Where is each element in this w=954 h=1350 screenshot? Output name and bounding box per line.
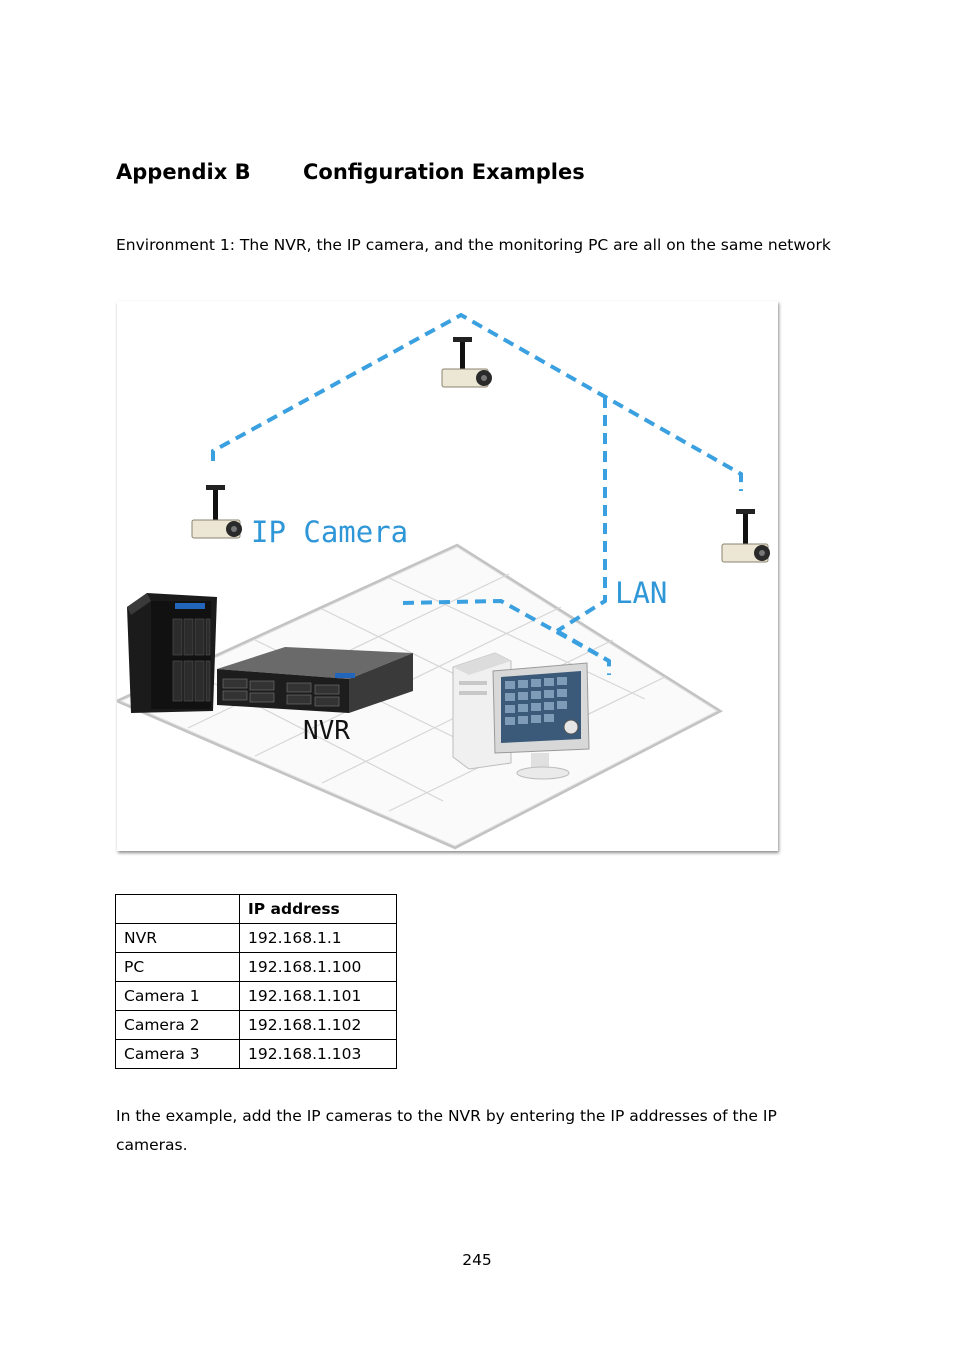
monitoring-pc — [452, 652, 590, 780]
nvr-rack — [217, 647, 413, 713]
ip-camera-left — [191, 485, 242, 539]
ip-camera-top — [441, 337, 492, 388]
ip-camera-right — [721, 509, 770, 563]
device-cell: NVR — [115, 923, 240, 953]
ip-cell: 192.168.1.103 — [239, 1039, 397, 1069]
ip-cell: 192.168.1.102 — [239, 1010, 397, 1040]
page-number: 245 — [462, 1251, 492, 1269]
ip-camera-label: IP Camera — [251, 515, 408, 549]
ip-cell: 192.168.1.1 — [239, 923, 397, 953]
table-header-cell — [115, 894, 240, 924]
table-row: Camera 3 192.168.1.103 — [115, 1039, 397, 1069]
intro-paragraph: Environment 1: The NVR, the IP camera, a… — [116, 236, 831, 254]
device-cell: PC — [115, 952, 240, 982]
ip-address-table: IP address NVR 192.168.1.1 PC 192.168.1.… — [115, 894, 397, 1069]
table-row: NVR 192.168.1.1 — [115, 923, 397, 953]
ip-cell: 192.168.1.101 — [239, 981, 397, 1011]
table-row: Camera 2 192.168.1.102 — [115, 1010, 397, 1040]
device-cell: Camera 3 — [115, 1039, 240, 1069]
nvr-label: NVR — [303, 716, 350, 746]
lan-label: LAN — [615, 576, 667, 610]
network-diagram: IP Camera LAN NVR — [117, 301, 778, 851]
device-cell: Camera 1 — [115, 981, 240, 1011]
table-header-row: IP address — [115, 894, 397, 924]
appendix-number: Appendix B — [116, 160, 251, 184]
closing-paragraph: In the example, add the IP cameras to th… — [116, 1107, 777, 1154]
lan-lines — [211, 312, 743, 675]
ip-cell: 192.168.1.100 — [239, 952, 397, 982]
table-row: Camera 1 192.168.1.101 — [115, 981, 397, 1011]
table-row: PC 192.168.1.100 — [115, 952, 397, 982]
device-cell: Camera 2 — [115, 1010, 240, 1040]
appendix-heading: Appendix B Configuration Examples — [116, 160, 585, 184]
nvr-tower — [127, 593, 217, 713]
appendix-title: Configuration Examples — [303, 160, 585, 184]
table-header-cell: IP address — [239, 894, 397, 924]
